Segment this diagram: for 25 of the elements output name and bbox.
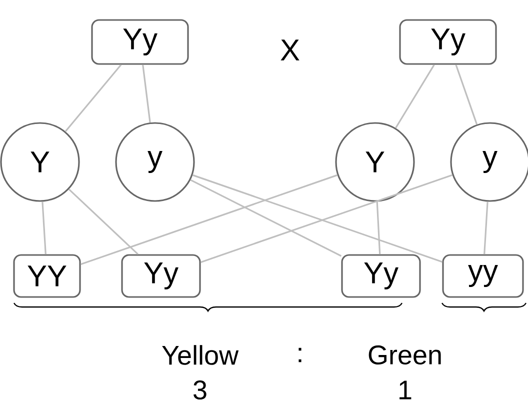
connector-line [64,64,122,132]
ratio-number: 3 [194,380,206,400]
genotype-box: Yy [121,254,201,298]
ratio-separator: : [298,348,302,362]
connector-line [42,202,46,254]
connector-line [80,174,338,266]
connector-line [68,188,138,255]
connector-line [395,64,435,128]
connector-line [190,179,342,257]
genotype-box: Yy [91,19,189,65]
genotype-box: Yy [341,254,421,298]
connector-line [142,64,151,123]
connector-line [376,202,381,254]
phenotype-label: Yellow [162,345,239,365]
genotype-box: Yy [399,19,497,65]
phenotype-label: Green [368,345,441,365]
circle-node: y [115,122,195,202]
cross-symbol: X [280,40,300,60]
genotype-box: yy [442,254,524,298]
connector-line [484,202,488,254]
connector-line [455,64,478,125]
genotype-box: YY [13,254,81,298]
circle-node: Y [335,122,415,202]
ratio-number: 1 [400,380,412,400]
circle-node: Y [0,122,80,202]
